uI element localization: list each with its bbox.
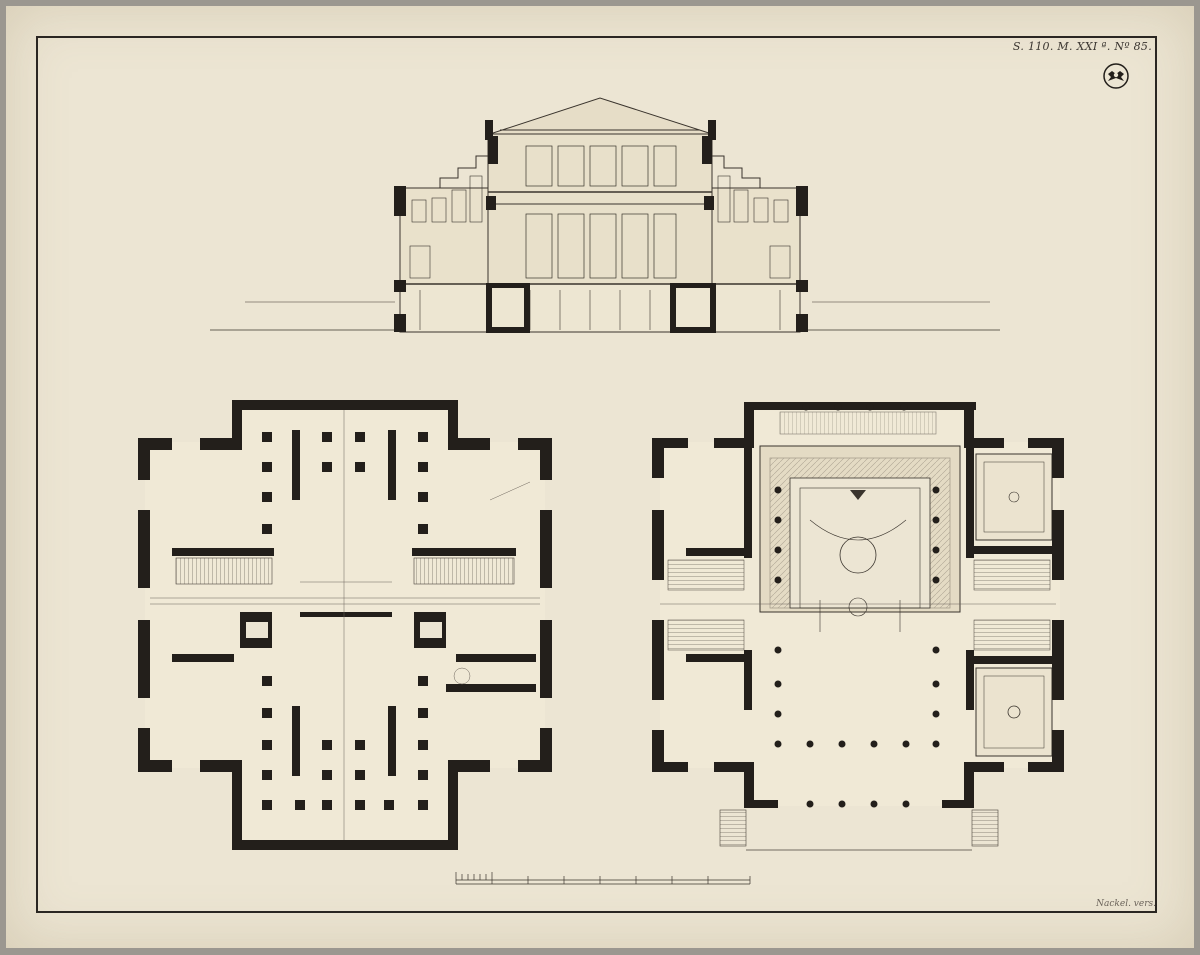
section-cut-walls [394, 120, 808, 333]
ceiling-panel [759, 445, 961, 632]
stair-left [175, 557, 273, 585]
archive-stamp-icon [1103, 63, 1129, 89]
shelfmark-label: S. 110. M. XXI ª. Nº 85. [1012, 40, 1152, 53]
building-section [210, 97, 1000, 333]
ground-floor-plan [138, 400, 552, 850]
draftsman-signature: Nackel. vers. [1096, 899, 1156, 909]
border-frame [36, 36, 1157, 913]
pier-grid [262, 432, 428, 810]
column-grid [745, 403, 973, 808]
upper-floor-plan [652, 402, 1064, 851]
stair-right [413, 557, 515, 585]
scale-bar [455, 872, 751, 885]
